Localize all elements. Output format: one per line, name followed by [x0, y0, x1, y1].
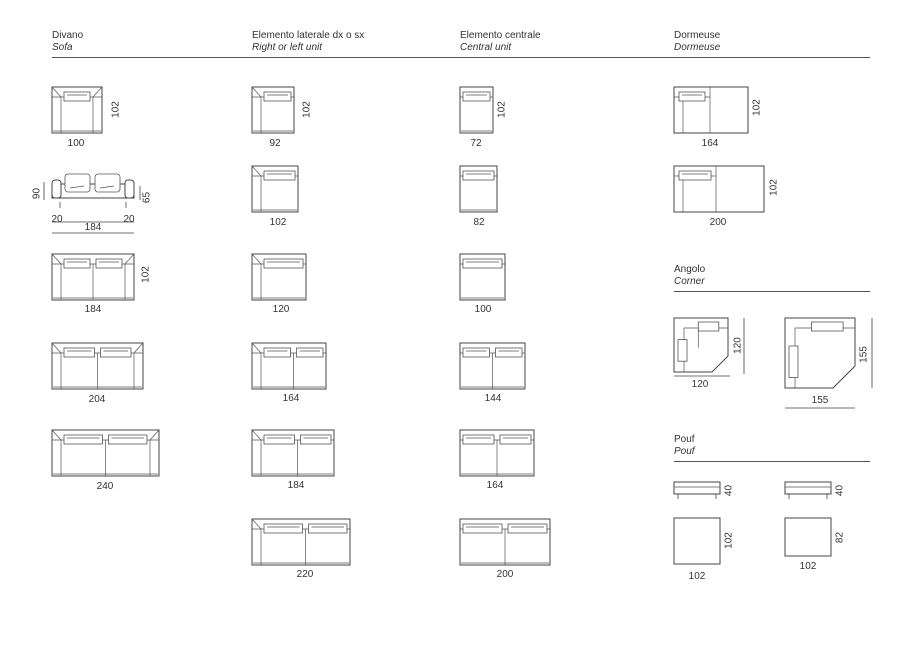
header-dormeuse-en: Dormeuse [674, 42, 721, 53]
header-sofa-it: Divano [52, 30, 84, 41]
sofa-184-plan [51, 253, 135, 301]
dim-side-120-width: 120 [272, 304, 290, 315]
dim-sofa-side-arm-left: 20 [51, 214, 63, 225]
header-central-it: Elemento centrale [460, 30, 541, 41]
side-102-plan [251, 165, 299, 213]
central-164-plan [459, 429, 535, 477]
dim-central-164-width: 164 [486, 480, 504, 491]
pouf-b-side-view [784, 481, 832, 499]
dim-sofa-240-width: 240 [96, 481, 114, 492]
central-200-plan [459, 518, 551, 566]
dim-pouf-a-width: 102 [688, 571, 706, 582]
side-220-plan [251, 518, 351, 566]
pouf-a-plan [673, 517, 721, 565]
corner-rule [674, 291, 870, 292]
dim-side-184-width: 184 [287, 480, 305, 491]
dim-dormeuse-200-width: 200 [709, 217, 727, 228]
dim-dormeuse-200-depth: 102 [768, 179, 780, 196]
dim-side-220-width: 220 [296, 569, 314, 580]
header-corner: Angolo Corner [674, 264, 705, 288]
dim-corner-120-width: 120 [691, 379, 709, 390]
dim-central-100-width: 100 [474, 304, 492, 315]
dim-sofa-side-seat: 65 [141, 191, 153, 204]
dim-sofa-184-depth: 102 [140, 266, 152, 283]
header-sofa: Divano Sofa [52, 30, 83, 54]
corner-120-plan [673, 317, 729, 373]
dormeuse-200-plan [673, 165, 765, 213]
dim-pouf-b-height: 40 [834, 484, 846, 497]
dim-sofa-side-arm-right: 20 [123, 214, 135, 225]
dim-corner-155-width: 155 [811, 395, 829, 406]
pouf-a-side-view [673, 481, 721, 499]
central-82-plan [459, 165, 498, 213]
header-side-it: Elemento laterale dx o sx [252, 30, 365, 41]
header-pouf-it: Pouf [674, 434, 695, 445]
dim-side-92-width: 92 [269, 138, 281, 149]
dim-sofa-100-depth: 102 [110, 101, 122, 118]
sofa-side-view [51, 173, 135, 208]
dim-corner-120-depth: 120 [732, 337, 744, 354]
header-central: Elemento centrale Central unit [460, 30, 541, 54]
dim-central-72-depth: 102 [496, 101, 508, 118]
header-corner-en: Corner [674, 276, 705, 287]
pouf-rule [674, 461, 870, 462]
header-pouf-en: Pouf [674, 446, 695, 457]
header-corner-it: Angolo [674, 264, 706, 275]
side-164-plan [251, 342, 327, 390]
dim-central-144-width: 144 [484, 393, 502, 404]
sofa-240-plan [51, 429, 160, 477]
header-central-en: Central unit [460, 42, 512, 53]
corner-155-plan [784, 317, 856, 389]
pouf-b-plan [784, 517, 832, 557]
dim-sofa-184-width: 184 [84, 304, 102, 315]
dim-pouf-b-width: 102 [799, 561, 817, 572]
side-184-plan [251, 429, 335, 477]
dim-side-102-width: 102 [269, 217, 287, 228]
dim-side-92-depth: 102 [301, 101, 313, 118]
dim-central-72-width: 72 [470, 138, 482, 149]
central-72-plan [459, 86, 494, 134]
dim-sofa-side-width: 184 [84, 222, 102, 233]
header-side: Elemento laterale dx o sx Right or left … [252, 30, 364, 54]
dim-pouf-a-depth: 102 [723, 532, 735, 549]
header-sofa-en: Sofa [52, 42, 73, 53]
dim-dormeuse-164-width: 164 [701, 138, 719, 149]
sofa-204-plan [51, 342, 144, 390]
dim-pouf-b-depth: 82 [834, 531, 846, 544]
dim-corner-155-depth: 155 [858, 346, 870, 363]
header-side-en: Right or left unit [252, 42, 323, 53]
dim-sofa-204-width: 204 [88, 394, 106, 405]
dim-sofa-100-width: 100 [67, 138, 85, 149]
side-120-plan [251, 253, 307, 301]
dormeuse-164-plan [673, 86, 749, 134]
dim-central-82-width: 82 [473, 217, 485, 228]
central-144-plan [459, 342, 526, 390]
dim-side-164-width: 164 [282, 393, 300, 404]
header-dormeuse: Dormeuse Dormeuse [674, 30, 720, 54]
header-rule [52, 57, 870, 58]
dim-dormeuse-164-depth: 102 [751, 99, 763, 116]
dim-central-200-width: 200 [496, 569, 514, 580]
side-92-plan [251, 86, 295, 134]
header-dormeuse-it: Dormeuse [674, 30, 721, 41]
central-100-plan [459, 253, 506, 301]
dim-pouf-a-height: 40 [723, 484, 735, 497]
sofa-100-plan [51, 86, 103, 134]
dim-sofa-side-height: 90 [31, 187, 43, 200]
header-pouf: Pouf Pouf [674, 434, 695, 458]
